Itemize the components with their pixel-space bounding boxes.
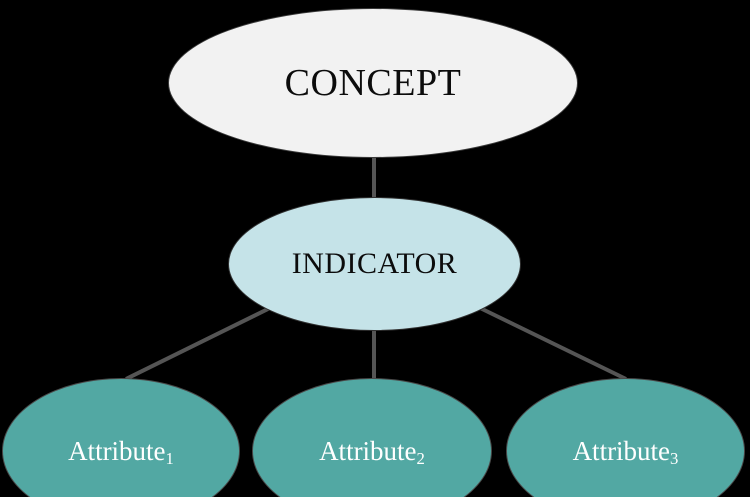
node-attribute-1-label: Attribute1 — [68, 435, 174, 469]
node-attribute-3-label-base: Attribute — [572, 435, 671, 466]
node-indicator[interactable]: INDICATOR — [228, 197, 521, 331]
edge-indicator-attribute-1 — [125, 304, 275, 381]
node-indicator-label: INDICATOR — [291, 247, 458, 280]
node-attribute-2-label-base: Attribute — [319, 435, 417, 466]
node-attribute-3-label: Attribute3 — [572, 435, 679, 469]
node-attribute-1-label-base: Attribute — [68, 435, 166, 466]
node-attribute-3-label-subscript: 3 — [670, 449, 679, 469]
node-attribute-3[interactable]: Attribute3 — [506, 378, 745, 497]
node-concept[interactable]: CONCEPT — [168, 8, 578, 158]
edge-indicator-attribute-3 — [475, 304, 627, 381]
node-attribute-2[interactable]: Attribute2 — [252, 378, 492, 497]
node-attribute-1[interactable]: Attribute1 — [2, 378, 240, 497]
node-concept-label: CONCEPT — [284, 62, 462, 104]
node-attribute-1-label-subscript: 1 — [165, 449, 174, 469]
node-attribute-2-label-subscript: 2 — [416, 449, 425, 469]
node-attribute-2-label: Attribute2 — [319, 435, 425, 469]
